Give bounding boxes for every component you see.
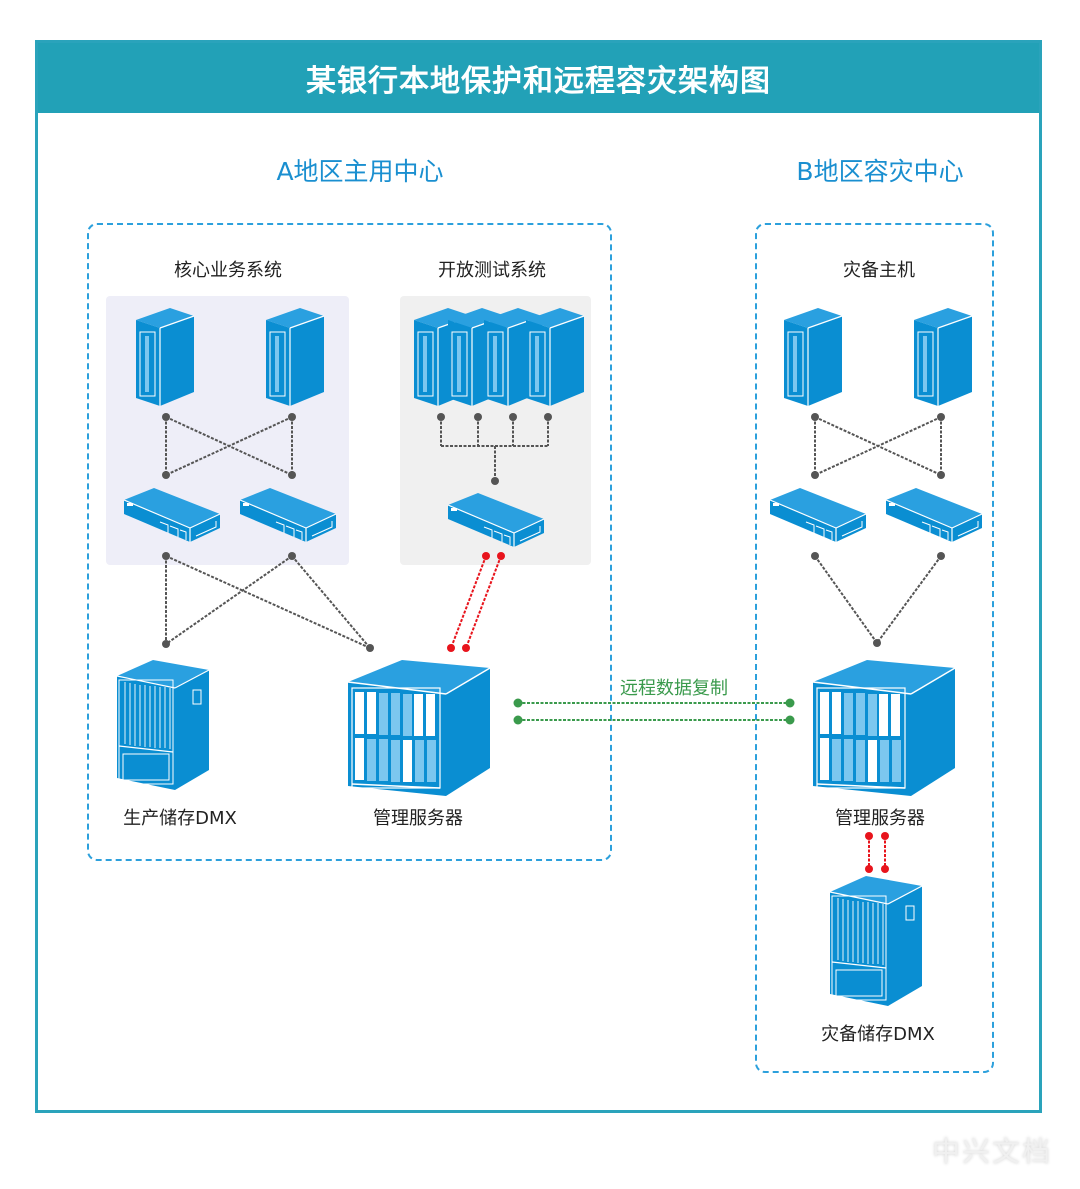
region-b-container xyxy=(755,223,994,1073)
diagram-title: 某银行本地保护和远程容灾架构图 xyxy=(38,43,1039,113)
dr-server-1-icon xyxy=(783,307,843,407)
core-switch-2-icon xyxy=(239,487,337,543)
dr-switch-2-icon xyxy=(885,487,983,543)
region-a-title: A地区主用中心 xyxy=(276,157,444,186)
replication-links xyxy=(518,702,790,721)
dr-storage-label: 灾备储存DMX xyxy=(821,1024,935,1045)
diagram-frame: 某银行本地保护和远程容灾架构图 xyxy=(35,40,1042,1113)
mgmt-server-b-label: 管理服务器 xyxy=(835,808,925,829)
dr-storage-dmx-icon xyxy=(829,875,923,1007)
region-b-title: B地区容灾中心 xyxy=(796,157,964,186)
replication-label: 远程数据复制 xyxy=(620,678,728,699)
replication-link-endpoints xyxy=(513,698,795,725)
mgmt-server-a-icon xyxy=(341,659,491,797)
fc-link-endpoints xyxy=(447,552,889,873)
core-server-1-icon xyxy=(135,307,195,407)
mgmt-server-a-label: 管理服务器 xyxy=(373,808,463,829)
open-test-switch-icon xyxy=(447,492,545,548)
region-a-container xyxy=(87,223,612,861)
core-switch-1-icon xyxy=(123,487,221,543)
dr-server-2-icon xyxy=(913,307,973,407)
core-system-label: 核心业务系统 xyxy=(174,260,282,281)
mgmt-server-b-icon xyxy=(806,659,956,797)
open-test-server-cluster-icon xyxy=(413,307,585,407)
lan-links xyxy=(165,416,942,649)
lan-link-endpoints xyxy=(162,413,945,652)
prod-storage-dmx-icon xyxy=(116,659,210,791)
dr-host-label: 灾备主机 xyxy=(843,260,915,281)
core-server-2-icon xyxy=(265,307,325,407)
dr-switch-1-icon xyxy=(769,487,867,543)
fc-links xyxy=(450,555,886,869)
open-test-label: 开放测试系统 xyxy=(438,260,546,281)
watermark: 中兴文档 xyxy=(932,1135,1053,1168)
prod-storage-label: 生产储存DMX xyxy=(123,808,237,829)
